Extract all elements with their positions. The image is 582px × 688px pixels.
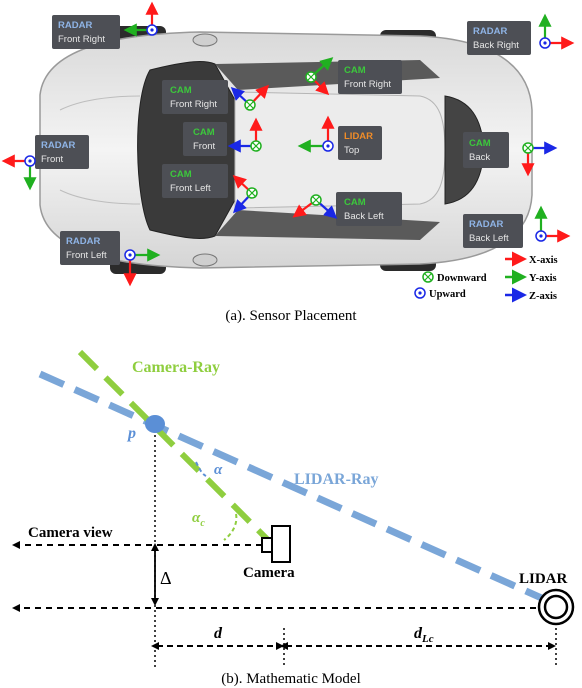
delta-label: Δ xyxy=(160,568,172,588)
lidar-ray-label: LIDAR-Ray xyxy=(294,471,378,488)
triad-radar-front-right xyxy=(123,1,159,37)
legend-y-axis: Y-axis xyxy=(505,269,557,285)
triad-lidar-top xyxy=(297,115,335,153)
d-lc-sub: Lc xyxy=(421,633,434,645)
label-radar-front-left: RADAR Front Left xyxy=(60,231,120,265)
sensor-name: Front Left xyxy=(66,250,107,261)
legend-z-axis-label: Z-axis xyxy=(529,291,557,302)
point-p-marker xyxy=(145,415,165,433)
triad-cam-front-right-top xyxy=(305,57,334,96)
d-lc-base: d xyxy=(414,625,423,642)
sensor-type: CAM xyxy=(170,169,192,180)
legend-downward-label: Downward xyxy=(437,273,487,284)
mirror-left xyxy=(192,253,218,267)
camera-ray-label: Camera-Ray xyxy=(132,359,220,376)
label-lidar-top: LIDAR Top xyxy=(338,126,382,160)
triad-radar-back-right xyxy=(538,13,575,50)
d-lc-label: dLc xyxy=(414,625,434,645)
sensor-type: LIDAR xyxy=(344,131,373,142)
label-radar-front-right: RADAR Front Right xyxy=(52,15,120,49)
side-window-left xyxy=(215,210,440,240)
legend-z-axis: Z-axis xyxy=(505,287,557,303)
sensor-type: CAM xyxy=(469,138,491,149)
triad-cam-front-right xyxy=(230,84,270,111)
lidar-ray xyxy=(38,370,557,608)
sensor-name: Front xyxy=(41,154,64,165)
sensor-type: CAM xyxy=(193,127,215,138)
mirror-right xyxy=(192,33,218,47)
camera-ray xyxy=(77,349,271,543)
legend: Downward Upward X-axis Y-axis Z-axis xyxy=(414,251,558,303)
sensor-type: RADAR xyxy=(41,140,75,151)
lidar-label: LIDAR xyxy=(519,571,568,587)
sensor-name: Back Left xyxy=(469,233,509,244)
sensor-name: Front Right xyxy=(170,99,217,110)
legend-x-axis-label: X-axis xyxy=(529,255,558,266)
point-p-label: p xyxy=(126,425,136,442)
label-cam-back-left: CAM Back Left xyxy=(336,192,402,226)
caption-a: (a). Sensor Placement xyxy=(225,308,357,324)
sensor-labels: RADAR Front Right RADAR Back Right CAM F… xyxy=(35,15,531,265)
alpha-arc xyxy=(195,461,207,477)
triad-radar-back-left xyxy=(534,205,571,243)
alpha-c-sub: c xyxy=(200,518,205,529)
sensor-name: Back xyxy=(469,152,490,163)
alpha-c-base: α xyxy=(192,510,201,526)
label-cam-back: CAM Back xyxy=(463,132,509,168)
triad-cam-back xyxy=(521,141,558,177)
sensor-name: Front Right xyxy=(58,34,105,45)
triad-cam-front xyxy=(227,117,263,153)
label-radar-front: RADAR Front xyxy=(35,135,89,169)
sensor-type: CAM xyxy=(170,85,192,96)
alpha-label: α xyxy=(214,462,223,478)
sensor-type: CAM xyxy=(344,197,366,208)
camera-label: Camera xyxy=(243,565,295,581)
triad-cam-back-left xyxy=(292,194,338,219)
d-label: d xyxy=(214,625,223,642)
camera-icon xyxy=(261,525,291,563)
label-cam-front: CAM Front xyxy=(183,122,227,156)
alpha-c-label: αc xyxy=(192,510,205,529)
label-radar-back-right: RADAR Back Right xyxy=(467,21,531,55)
label-cam-front-right: CAM Front Right xyxy=(162,80,228,114)
sensor-name: Front xyxy=(193,141,216,152)
sensor-name: Front Left xyxy=(170,183,211,194)
caption-b: (b). Mathematic Model xyxy=(221,671,361,687)
sensor-type: RADAR xyxy=(473,26,507,37)
legend-upward: Upward xyxy=(414,287,466,300)
label-cam-front-left: CAM Front Left xyxy=(162,164,228,198)
sensor-type: RADAR xyxy=(58,20,92,31)
label-radar-back-left: RADAR Back Left xyxy=(463,214,523,248)
legend-downward: Downward xyxy=(422,271,487,284)
legend-upward-label: Upward xyxy=(429,289,466,300)
alpha-c-arc xyxy=(223,513,238,541)
label-cam-front-right-top: CAM Front Right xyxy=(338,60,402,94)
sensor-type: RADAR xyxy=(66,236,100,247)
sensor-name: Top xyxy=(344,145,359,156)
sensor-name: Front Right xyxy=(344,79,391,90)
hood-line-bottom xyxy=(59,189,141,205)
math-model: Camera-Ray LIDAR-Ray p α αc Camera view … xyxy=(12,349,575,668)
hood-line-top xyxy=(59,95,141,111)
sensor-type: RADAR xyxy=(469,219,503,230)
lidar-icon xyxy=(537,588,575,626)
legend-y-axis-label: Y-axis xyxy=(529,273,557,284)
sensor-type: CAM xyxy=(344,65,366,76)
axis-triads xyxy=(1,1,575,287)
triad-radar-front-left xyxy=(123,248,161,287)
camera-view-label: Camera view xyxy=(28,525,113,541)
sensor-name: Back Right xyxy=(473,40,519,51)
sensor-name: Back Left xyxy=(344,211,384,222)
triad-cam-front-left xyxy=(232,174,258,214)
triad-radar-front xyxy=(1,154,37,191)
legend-x-axis: X-axis xyxy=(505,251,558,267)
